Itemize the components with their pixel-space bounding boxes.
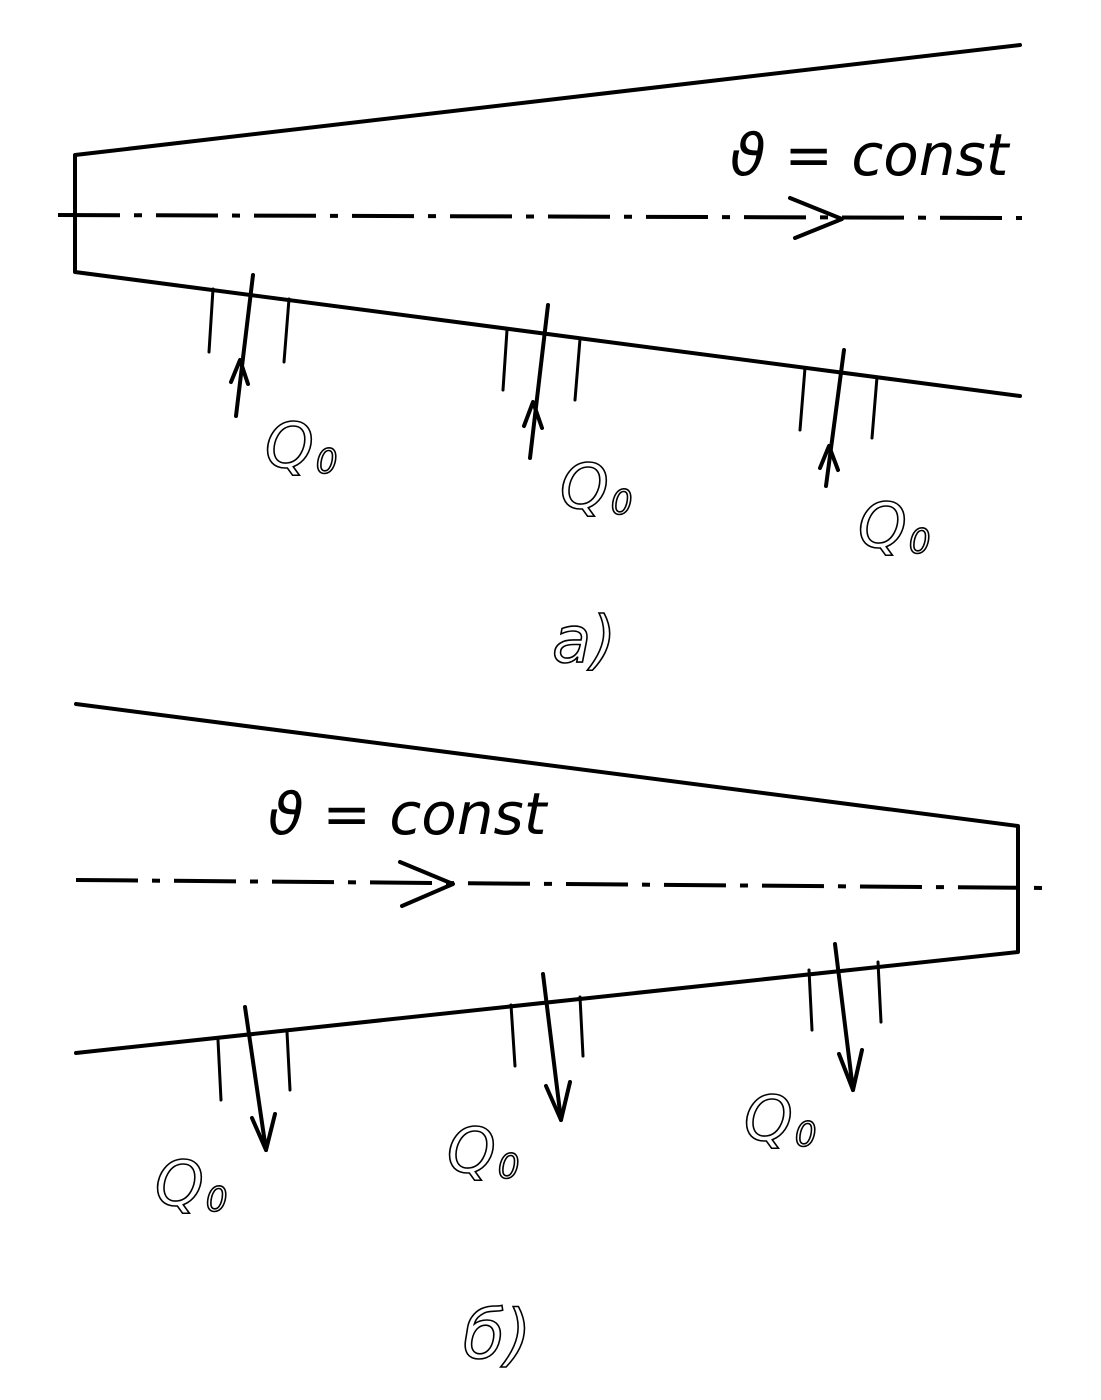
pipe-b-outflow-2: Q0 [446,972,585,1188]
outflow-arrow-head [837,1048,864,1092]
branch-wall [282,297,291,364]
branch-wall [207,287,215,354]
flow-label-q0: Q0 [155,1147,227,1220]
pipe-a-upper-wall [73,43,1022,398]
inflow-arrow [234,273,255,418]
pipe-b-outflow-1: Q0 [154,1005,292,1221]
branch-wall [807,968,814,1032]
outflow-arrow [243,1005,268,1152]
branch-wall [501,328,509,392]
pipe-a-inflow-2: Q0 [501,303,633,524]
inflow-arrow-head [818,444,840,472]
pipe-b-flow-arrow [398,860,455,908]
pipe-a-velocity-label: ϑ = const [730,121,1011,189]
branch-wall [285,1030,292,1092]
pipe-a-flow-arrow [788,196,844,240]
branch-wall [578,995,585,1058]
outflow-arrow [833,942,855,1092]
flow-label-q0: Q0 [265,409,337,482]
flow-label-q0: Q0 [858,489,930,562]
branch-wall [798,366,807,432]
branch-wall [876,960,883,1024]
pipe-a-centerline [57,213,1023,220]
pipe-b-velocity-label: ϑ = const [268,780,549,848]
outflow-arrow [541,972,563,1122]
pipe-b-centerline [75,878,1045,890]
flow-label-q0: Q0 [744,1082,816,1155]
outflow-arrow-head [544,1080,572,1122]
pipe-a-inflow-3: Q0 [798,348,931,563]
inflow-arrow [824,348,846,488]
outflow-arrow-head [250,1112,277,1152]
branch-wall [509,1003,517,1068]
pipe-b-outflow-3: Q0 [743,942,883,1156]
panel-a: ϑ = const Q0 Q0 Q0 а) [57,43,1023,679]
inflow-arrow-head [229,358,250,386]
panel-a-caption: а) [552,604,616,678]
panel-b-caption: б) [463,1296,531,1375]
panel-b: ϑ = const Q0 Q0 Q0 б) [74,702,1045,1376]
inflow-arrow-head [522,400,544,430]
pipe-a-inflow-1: Q0 [207,273,338,483]
branch-wall [870,375,879,440]
flow-label-q0: Q0 [447,1114,519,1187]
inflow-arrow [528,303,550,460]
branch-wall [573,337,582,402]
flow-label-q0: Q0 [560,450,632,523]
branch-wall [216,1038,223,1102]
